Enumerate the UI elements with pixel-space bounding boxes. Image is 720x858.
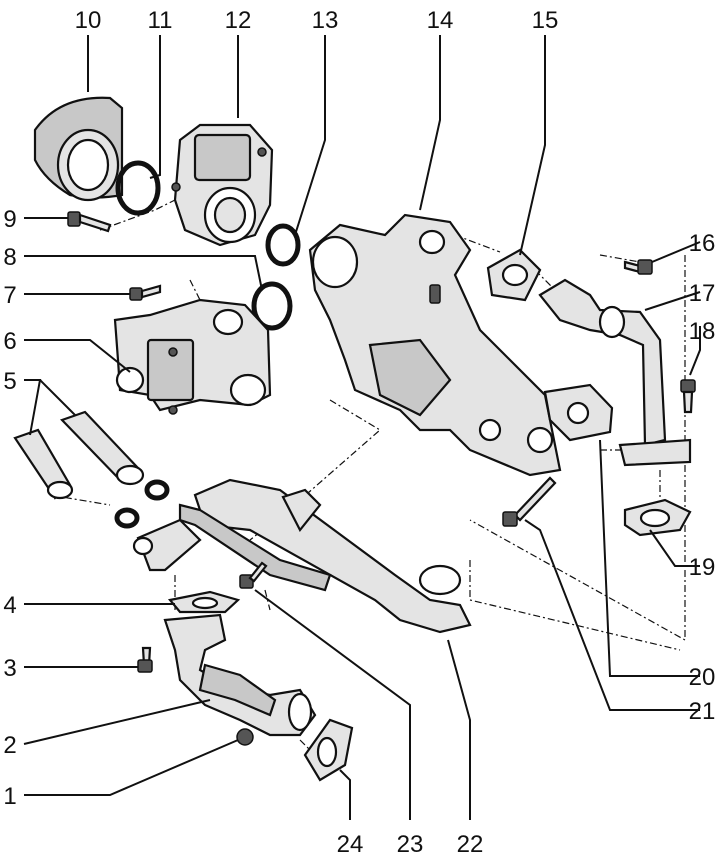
part-4-gasket: [167, 590, 241, 614]
callout-19: 19: [689, 554, 716, 581]
callout-3: 3: [3, 655, 16, 682]
part-5-hoses: [13, 410, 170, 529]
callout-7: 7: [3, 282, 16, 309]
part-7-bolt: [129, 284, 162, 301]
part-22-egr-cooler: [132, 478, 472, 634]
part-10-intake-hose: [33, 96, 124, 202]
callout-24: 24: [337, 831, 364, 858]
callout-18: 18: [689, 318, 716, 345]
callout-4: 4: [3, 592, 16, 619]
part-9-bolt: [67, 211, 112, 233]
callout-11: 11: [148, 7, 173, 34]
part-2-flex-pipe: [163, 613, 317, 737]
part-1-nut: [236, 728, 254, 746]
part-11-seal-ring: [115, 160, 161, 216]
part-16-bolt: [623, 259, 653, 275]
part-17-egr-pipe: [538, 278, 692, 467]
part-20-flange-gasket: [543, 383, 614, 442]
part-8-o-ring: [251, 281, 293, 331]
callout-10: 10: [75, 7, 102, 34]
callout-2: 2: [3, 732, 16, 759]
part-13-o-ring: [265, 223, 301, 267]
part-21-long-bolt: [502, 476, 557, 527]
part-3-bolt: [137, 646, 153, 673]
leader-lines: [23, 35, 701, 820]
callout-14: 14: [427, 7, 454, 34]
part-23-bolt: [239, 561, 268, 589]
callout-15: 15: [532, 7, 559, 34]
part-14-intake-manifold: [308, 213, 562, 477]
callout-9: 9: [3, 206, 16, 233]
callout-13: 13: [312, 7, 339, 34]
part-18-bolt: [680, 379, 696, 414]
callout-17: 17: [689, 280, 716, 307]
callout-22: 22: [457, 831, 484, 858]
part-6-egr-valve: [113, 298, 272, 415]
callout-21: 21: [689, 698, 716, 725]
callout-6: 6: [3, 328, 16, 355]
callout-16: 16: [689, 230, 716, 257]
part-15-gasket: [486, 248, 542, 302]
part-12-throttle-body: [171, 123, 274, 247]
callout-12: 12: [225, 7, 252, 34]
callout-1: 1: [3, 783, 16, 810]
callout-numbers: 10 11 12 13 14 15 9 8 7 6 5 4 3 2 1 16 1…: [3, 7, 715, 858]
callout-8: 8: [3, 244, 16, 271]
callout-23: 23: [397, 831, 424, 858]
callout-5: 5: [3, 368, 16, 395]
part-24-gasket: [303, 718, 354, 782]
part-19-gasket: [623, 498, 692, 537]
callout-20: 20: [689, 664, 716, 691]
